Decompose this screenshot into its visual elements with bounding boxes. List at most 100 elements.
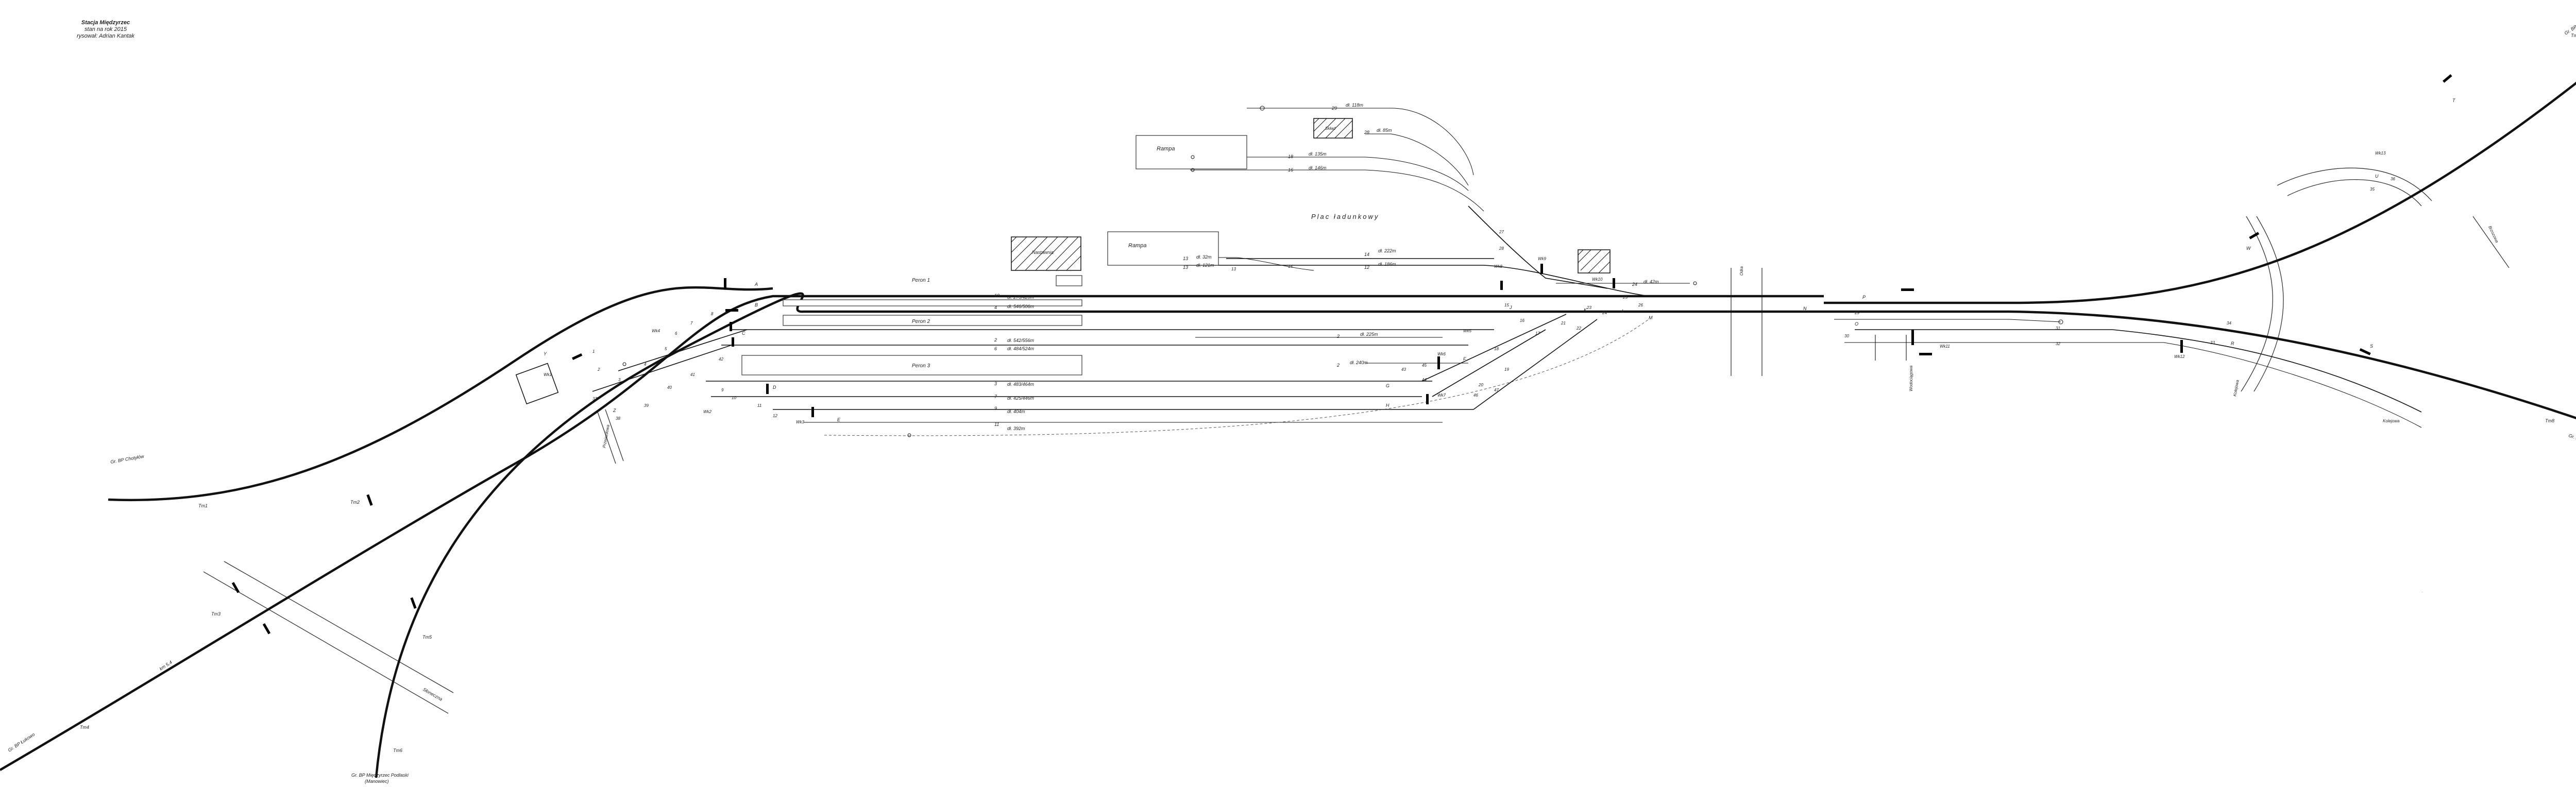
box-label: Wk2 bbox=[703, 409, 712, 414]
box-label: Wk13 bbox=[2375, 151, 2386, 156]
road-far-right bbox=[2472, 216, 2510, 268]
signal-box-hatch bbox=[1578, 249, 1611, 273]
rampa-2-building bbox=[1107, 231, 1219, 266]
switch-label: 38 bbox=[616, 416, 620, 421]
road-label: Kolejowa bbox=[2232, 379, 2240, 397]
switch-label: 34 bbox=[2227, 321, 2231, 326]
signal-label: L bbox=[1622, 309, 1624, 314]
road-kolejowa bbox=[1875, 335, 1907, 361]
road-label: Brzozowa bbox=[2487, 225, 2499, 244]
signal-icon bbox=[2443, 74, 2452, 83]
track-length: dł. 135m bbox=[1309, 151, 1327, 157]
crossover-1 bbox=[618, 329, 748, 371]
signal-icon bbox=[366, 494, 373, 506]
signal-icon bbox=[724, 278, 726, 289]
signal-label: B bbox=[755, 302, 758, 307]
state-date: stan na rok 2015 bbox=[84, 26, 127, 32]
signal-icon bbox=[231, 581, 240, 593]
signal-icon bbox=[732, 337, 734, 347]
buffer-stop-icon bbox=[907, 433, 911, 437]
road-slonecznа-1 bbox=[203, 571, 449, 714]
main-track-right-north bbox=[1824, 81, 2576, 304]
signal-label: Tm5 bbox=[422, 635, 432, 640]
box-label: Wk4 bbox=[652, 329, 660, 333]
switch-label: 47 bbox=[1494, 388, 1499, 392]
main-track-left-north bbox=[0, 295, 1824, 771]
road-label: Słoneczna bbox=[422, 687, 443, 702]
crossover-3 bbox=[1432, 329, 1546, 397]
track-length: dł. 42m bbox=[1643, 279, 1659, 284]
switch-label: 31 bbox=[2056, 326, 2060, 331]
road-przejazd-1 bbox=[597, 412, 616, 464]
box-label: Wk5 bbox=[1463, 329, 1472, 333]
switch-label: 22 bbox=[1576, 326, 1581, 331]
signal-icon bbox=[1437, 356, 1440, 369]
signal-label: Y bbox=[544, 351, 547, 356]
track-num: 2 bbox=[994, 337, 997, 343]
switch-label: 15 bbox=[1504, 303, 1509, 307]
switch-label: 39 bbox=[644, 403, 649, 408]
switch-label: 2 bbox=[597, 367, 600, 372]
signal-label: U bbox=[2375, 174, 2379, 179]
signals bbox=[231, 74, 2452, 635]
switch-label: 37 bbox=[592, 397, 597, 401]
switch-label: 33 bbox=[2210, 340, 2215, 345]
road-right-2 bbox=[2253, 216, 2284, 392]
road-brzozowa bbox=[2277, 167, 2432, 207]
switch-label: 9 bbox=[721, 388, 724, 392]
track-18 bbox=[1190, 157, 1469, 191]
track-length: dł. 121m bbox=[1196, 263, 1214, 268]
main-track-right-south bbox=[1834, 310, 2576, 419]
box-label: Wk10 bbox=[1592, 277, 1603, 282]
platform-1-label: Peron 1 bbox=[912, 278, 930, 283]
rampa-2-label: Rampa bbox=[1128, 243, 1146, 249]
crossover-2 bbox=[592, 345, 732, 392]
box-label: Wk11 bbox=[1940, 344, 1950, 349]
signal-icon bbox=[2249, 232, 2260, 239]
track-dashed-lower bbox=[824, 319, 1649, 436]
switch-label: 35 bbox=[2370, 187, 2375, 192]
road-lines bbox=[203, 167, 2510, 714]
signal-label: W bbox=[2246, 246, 2251, 251]
track-length: dł. 85m bbox=[1377, 128, 1392, 133]
track-29 bbox=[1247, 108, 1474, 176]
box-label: Wk6 bbox=[1437, 352, 1446, 356]
signal-label: Tm3 bbox=[211, 611, 221, 617]
track-num: 24 bbox=[1632, 282, 1637, 287]
platform-shelter-1 bbox=[1056, 275, 1082, 286]
track-num: 12 bbox=[1364, 265, 1369, 270]
track-length: dł. 225m bbox=[1360, 332, 1378, 337]
buffer-stop-icon bbox=[1191, 155, 1195, 159]
switch-label: 16 bbox=[1520, 318, 1524, 323]
switch-label: 21 bbox=[1561, 321, 1566, 326]
signal-icon bbox=[1540, 264, 1543, 274]
track-12 bbox=[1185, 265, 1649, 297]
signal-label: H bbox=[1386, 403, 1389, 408]
switch-label: 32 bbox=[2056, 341, 2060, 346]
track-length: dł. 404m bbox=[1007, 409, 1025, 414]
switch-label: 13 bbox=[1231, 267, 1236, 271]
track-length: dł. 118m bbox=[1346, 102, 1363, 108]
switch-label: 5 bbox=[665, 347, 667, 351]
switch-label: 18 bbox=[1494, 347, 1499, 351]
buffer-stop-icon bbox=[2058, 319, 2063, 324]
switch-label: 26 bbox=[1638, 303, 1643, 307]
track-length: dł. 186m bbox=[1378, 262, 1396, 267]
switch-label: 19 bbox=[1504, 367, 1509, 372]
signal-icon bbox=[2359, 348, 2371, 355]
platform-3 bbox=[741, 355, 1082, 375]
track-num: 9 bbox=[994, 406, 997, 411]
track-num: 29 bbox=[1331, 106, 1337, 111]
signal-label: J bbox=[1509, 305, 1512, 310]
signal-icon bbox=[2180, 340, 2183, 353]
signal-label: M bbox=[1649, 315, 1653, 320]
signal-label: O bbox=[1855, 321, 1858, 327]
switch-label: 14 bbox=[1288, 264, 1293, 269]
buffer-stop-icon bbox=[622, 362, 626, 366]
signal-label: C bbox=[742, 331, 745, 336]
switch-label: 10 bbox=[732, 396, 736, 400]
switch-label: 28 bbox=[1499, 246, 1504, 251]
direction-left-top: Gr. BP Chotyłów bbox=[110, 454, 145, 465]
signal-icon bbox=[1919, 353, 1932, 355]
